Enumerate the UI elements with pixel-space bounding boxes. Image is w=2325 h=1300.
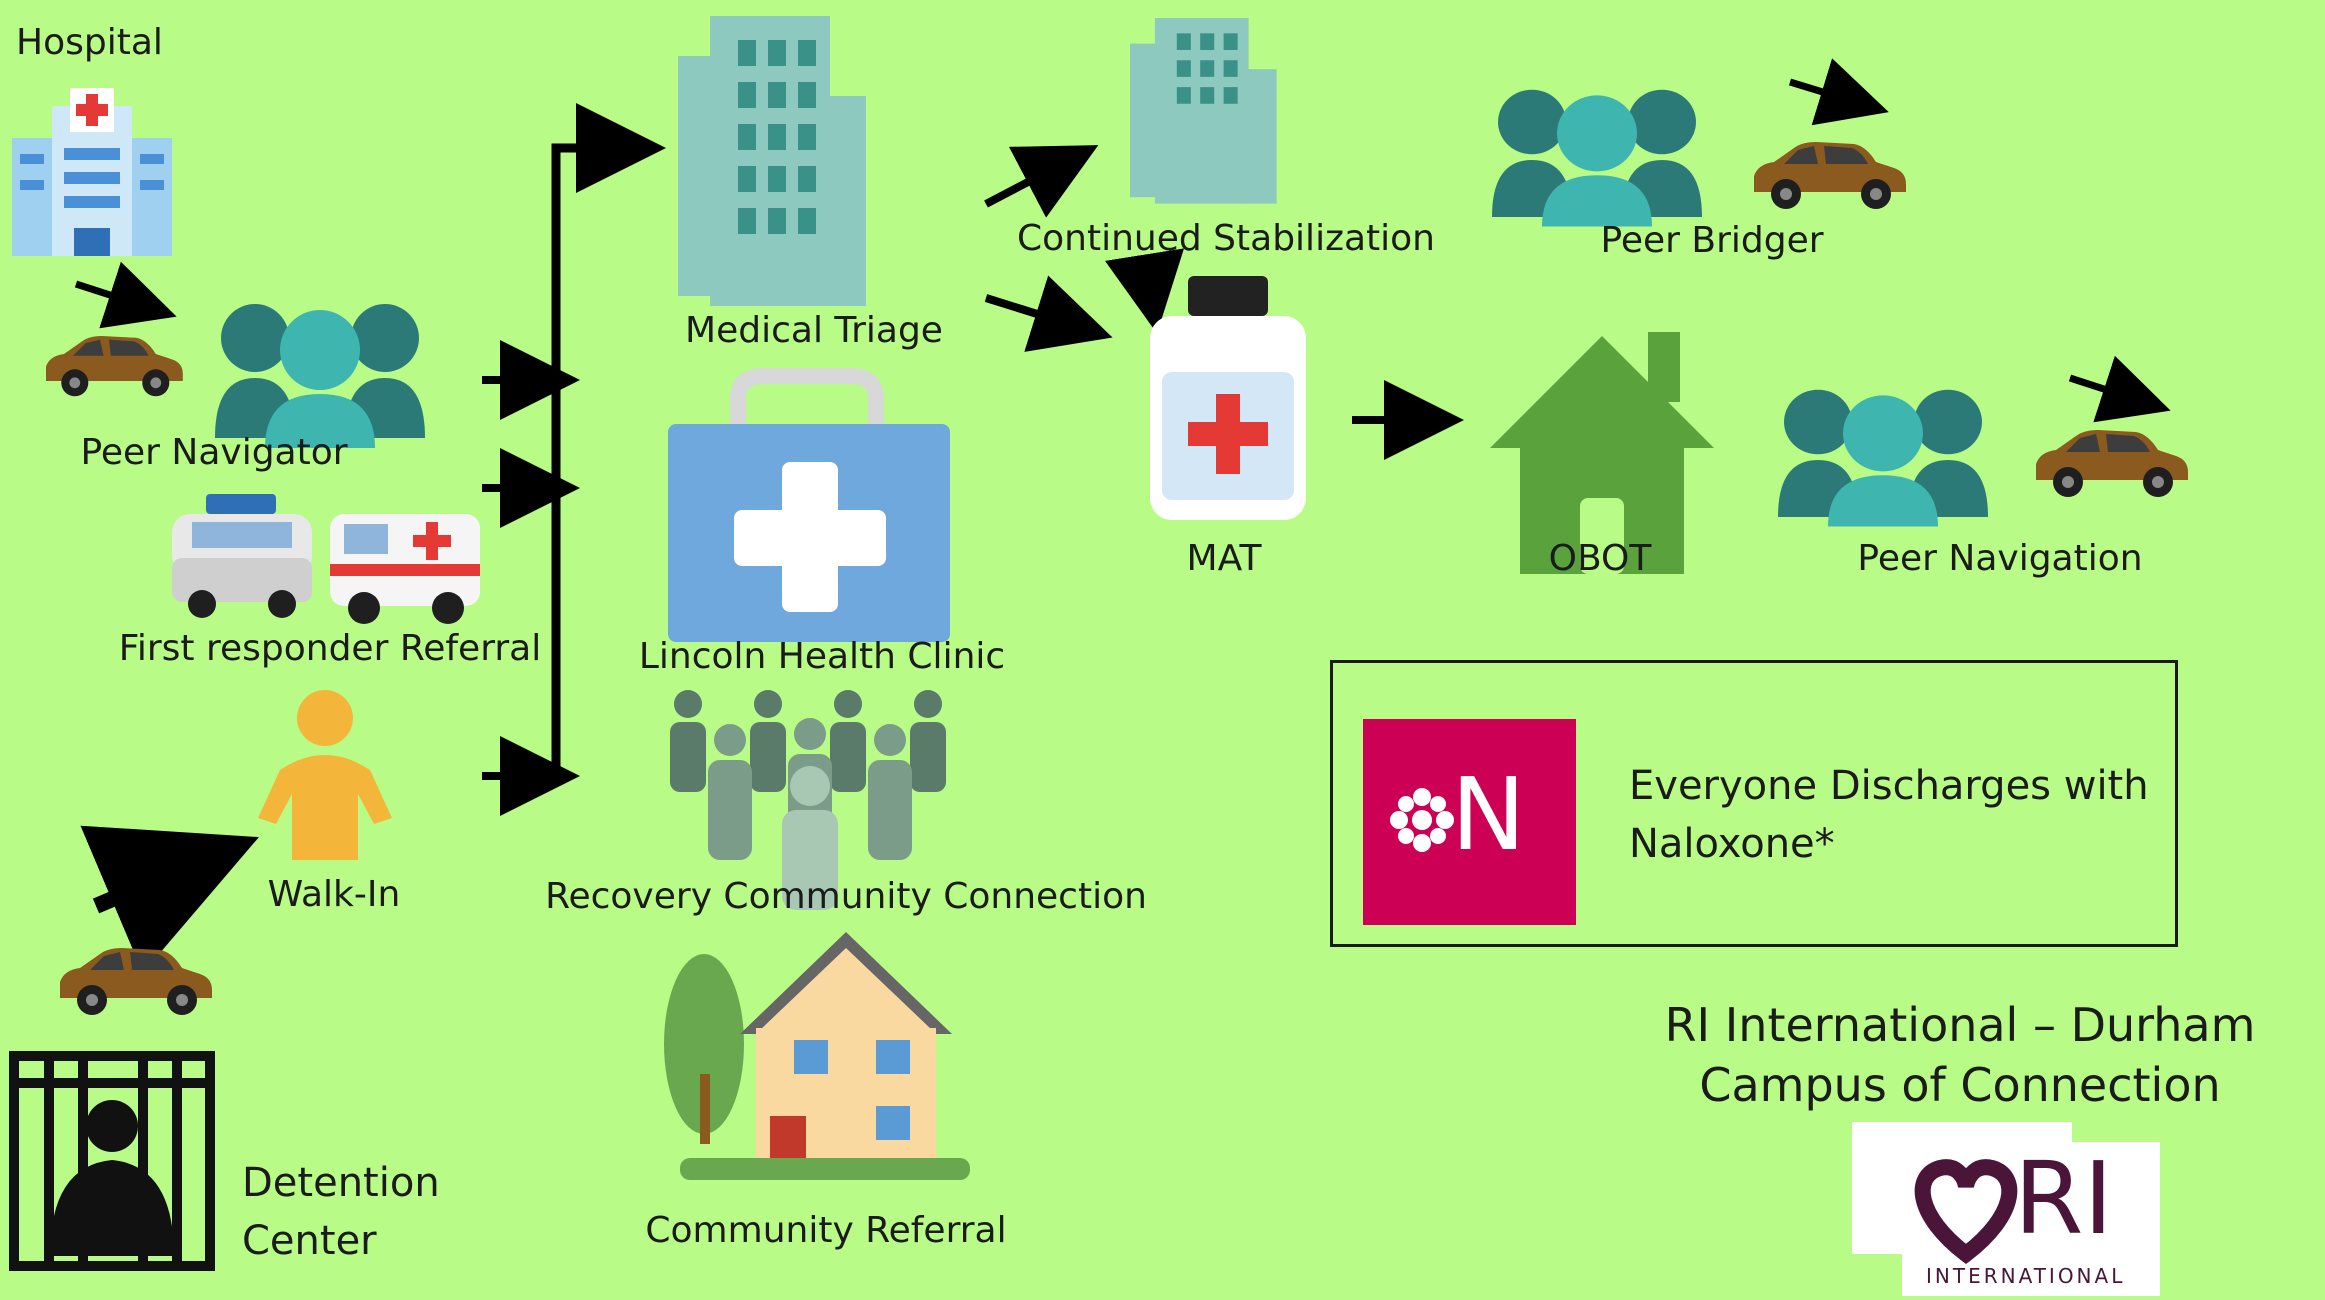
- car-icon: [60, 948, 212, 1015]
- person-icon: [258, 690, 392, 860]
- label-obot: OBOT: [1548, 538, 1652, 579]
- heart-icon: [1914, 1159, 2018, 1265]
- label-detention-1: Detention: [242, 1160, 440, 1206]
- brand-title: RI International – Durham: [1664, 998, 2256, 1052]
- label-detention-2: Center: [242, 1218, 377, 1264]
- label-medical-triage: Medical Triage: [685, 310, 943, 351]
- naloxone-line-2: Naloxone*: [1629, 821, 1835, 867]
- connector-bracket: [551, 103, 666, 778]
- building-icon: [1130, 18, 1277, 204]
- jail-icon: [9, 1051, 215, 1271]
- label-lincoln-clinic: Lincoln Health Clinic: [638, 636, 1006, 677]
- medical-kit-icon: [668, 368, 950, 642]
- ri-logo-text: RI: [2014, 1140, 2113, 1257]
- label-community-referral: Community Referral: [645, 1210, 1007, 1251]
- naloxone-logo: N: [1363, 719, 1576, 925]
- label-first-responder: First responder Referral: [118, 628, 542, 669]
- connector-line: [1105, 248, 1185, 334]
- label-peer-navigator: Peer Navigator: [80, 432, 348, 473]
- car-icon: [1754, 142, 1906, 209]
- label-continued-stabilization: Continued Stabilization: [1017, 218, 1435, 259]
- label-peer-bridger: Peer Bridger: [1600, 220, 1824, 261]
- motion-arrow-4: [2068, 355, 2171, 423]
- car-icon: [2036, 430, 2188, 497]
- ambulance-icon: [330, 514, 480, 624]
- connector-line: [984, 145, 1099, 218]
- motion-arrow-3: [1788, 58, 1889, 126]
- label-mat: MAT: [1186, 538, 1262, 579]
- motion-arrow-2: [80, 825, 259, 974]
- naloxone-callout: N Everyone Discharges with Naloxone*: [1330, 660, 2178, 947]
- ri-logo: RI INTERNATIONAL: [1902, 1142, 2160, 1296]
- ri-logo-subtext: INTERNATIONAL: [1926, 1264, 2126, 1288]
- naloxone-line-1: Everyone Discharges with: [1629, 763, 2149, 809]
- brand-subtitle: Campus of Connection: [1699, 1058, 2221, 1112]
- people-icon: [215, 304, 425, 448]
- label-walk-in: Walk-In: [267, 874, 401, 915]
- car-icon: [46, 336, 183, 397]
- people-icon: [1778, 389, 1988, 527]
- label-recovery-community: Recovery Community Connection: [545, 876, 1147, 917]
- hospital-icon: [12, 88, 172, 256]
- police-car-icon: [172, 494, 312, 618]
- medicine-bottle-icon: [1150, 276, 1306, 520]
- home-icon: [1490, 332, 1714, 574]
- house-icon: [664, 932, 970, 1180]
- asterisk-icon: [1390, 788, 1454, 852]
- connector-line: [984, 275, 1113, 352]
- naloxone-letter: N: [1451, 756, 1526, 873]
- label-peer-navigation: Peer Navigation: [1857, 538, 2143, 579]
- people-icon: [1492, 89, 1702, 227]
- motion-arrow-1: [74, 261, 177, 329]
- building-icon: [678, 16, 866, 306]
- naloxone-text: Everyone Discharges with Naloxone*: [1629, 757, 2149, 873]
- crowd-icon: [670, 690, 946, 910]
- label-hospital: Hospital: [16, 22, 163, 63]
